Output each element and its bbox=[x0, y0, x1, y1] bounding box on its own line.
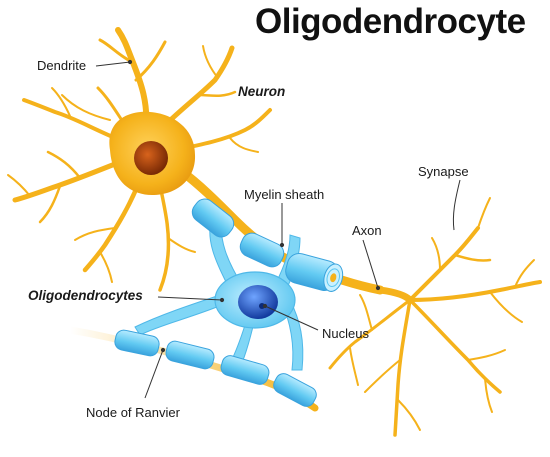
oligodendrocytes-leader bbox=[157, 296, 223, 301]
upper-myelin-sheaths bbox=[191, 198, 344, 292]
lower-axon bbox=[66, 326, 319, 412]
label-dendrite: Dendrite bbox=[37, 58, 87, 73]
axon-leader bbox=[362, 239, 379, 289]
diagram-title: Oligodendrocyte bbox=[255, 2, 526, 41]
neuron-nucleus bbox=[134, 141, 168, 175]
label-node-of-ranvier: Node of Ranvier bbox=[86, 405, 180, 420]
neuron-soma bbox=[109, 111, 196, 195]
lower-myelin-sheaths bbox=[114, 329, 317, 407]
label-myelin-sheath: Myelin sheath bbox=[244, 187, 325, 202]
label-neuron: Neuron bbox=[238, 84, 286, 99]
neuron-dendrites bbox=[7, 27, 272, 292]
node-of-ranvier-leader bbox=[144, 349, 164, 399]
oligodendrocyte-nucleus bbox=[238, 285, 278, 319]
axon-terminal bbox=[328, 197, 542, 437]
nucleus-leader bbox=[264, 305, 319, 331]
dendrite-leader bbox=[95, 61, 131, 67]
oligodendrocyte-body bbox=[214, 271, 296, 329]
leader-lines bbox=[95, 59, 461, 399]
label-nucleus: Nucleus bbox=[322, 326, 369, 341]
synapse-leader bbox=[452, 179, 461, 231]
label-synapse: Synapse bbox=[418, 164, 469, 179]
label-axon: Axon bbox=[352, 223, 382, 238]
label-oligodendrocytes: Oligodendrocytes bbox=[28, 288, 143, 303]
